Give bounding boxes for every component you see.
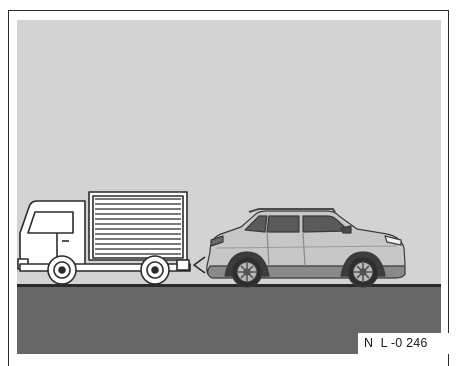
truck [18, 192, 190, 284]
suv-rear-wheel [232, 257, 262, 287]
truck-front-wheel [48, 256, 76, 284]
suv-front-wheel [348, 257, 378, 287]
truck-rear-bar [177, 260, 189, 270]
figure-code-label: N L -0 246 [358, 333, 457, 354]
traffic-illustration [17, 20, 441, 354]
truck-cab-window [28, 212, 73, 233]
suv [207, 209, 405, 287]
frame-top-rule [8, 10, 448, 11]
frame-left-rule [8, 10, 9, 366]
truck-rear-wheel [141, 256, 169, 284]
suv-middle-window [267, 216, 299, 232]
chevron-left-icon [194, 257, 205, 273]
frame-right-rule [448, 10, 449, 366]
truck-cargo-box [89, 192, 187, 260]
